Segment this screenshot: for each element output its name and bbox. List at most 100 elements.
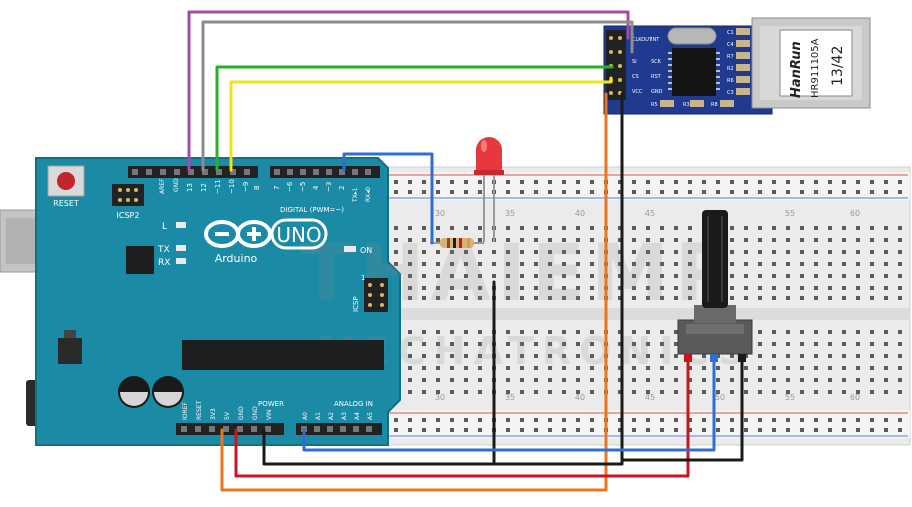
breadboard-hole	[618, 238, 622, 242]
breadboard-hole	[394, 226, 398, 230]
breadboard-hole	[576, 190, 580, 194]
breadboard-hole	[422, 274, 426, 278]
breadboard-hole	[730, 378, 734, 382]
breadboard-hole	[408, 190, 412, 194]
header-pin	[126, 198, 130, 202]
smd-component	[690, 100, 704, 107]
breadboard-hole	[436, 190, 440, 194]
breadboard-hole	[842, 250, 846, 254]
column-number: 40	[575, 393, 585, 402]
header-pin	[126, 188, 130, 192]
breadboard-hole	[590, 418, 594, 422]
breadboard-hole	[562, 274, 566, 278]
breadboard-hole	[842, 180, 846, 184]
breadboard-hole	[828, 378, 832, 382]
breadboard-hole	[674, 390, 678, 394]
header-pin	[230, 169, 236, 175]
breadboard-hole	[660, 330, 664, 334]
pot-knob[interactable]	[702, 210, 728, 308]
pin-label: 8	[253, 186, 261, 190]
breadboard-hole	[520, 274, 524, 278]
breadboard-hole	[436, 238, 440, 242]
breadboard-hole	[548, 262, 552, 266]
breadboard-hole	[422, 286, 426, 290]
breadboard-hole	[758, 286, 762, 290]
breadboard-hole	[674, 190, 678, 194]
breadboard-hole	[562, 286, 566, 290]
breadboard-hole	[674, 418, 678, 422]
breadboard-hole	[646, 190, 650, 194]
breadboard-hole	[772, 330, 776, 334]
breadboard-hole	[828, 428, 832, 432]
breadboard-hole	[450, 342, 454, 346]
breadboard-hole	[660, 428, 664, 432]
breadboard-hole	[884, 418, 888, 422]
wire-d13-sck	[187, 10, 630, 172]
header-pin	[132, 169, 138, 175]
breadboard-hole	[590, 238, 594, 242]
icsp-label: ICSP	[352, 296, 360, 312]
breadboard-hole	[548, 180, 552, 184]
breadboard-hole	[870, 366, 874, 370]
breadboard: 30 35 40 45 50 55 60 30 35 40 45 50 55 6…	[383, 166, 911, 446]
breadboard-hole	[478, 286, 482, 290]
breadboard-hole	[408, 286, 412, 290]
breadboard-hole	[856, 296, 860, 300]
header-pin	[188, 169, 194, 175]
breadboard-hole	[646, 354, 650, 358]
power-label: POWER	[258, 400, 284, 408]
component-label: R6	[727, 78, 734, 84]
breadboard-hole	[450, 274, 454, 278]
breadboard-hole	[688, 428, 692, 432]
header-pin	[609, 36, 613, 40]
header-pin	[380, 293, 384, 297]
wires	[187, 10, 744, 492]
breadboard-hole	[632, 274, 636, 278]
breadboard-hole	[646, 296, 650, 300]
breadboard-hole	[688, 250, 692, 254]
breadboard-hole	[884, 250, 888, 254]
header-pin	[195, 426, 201, 432]
breadboard-hole	[632, 366, 636, 370]
on-label: ON	[360, 246, 372, 255]
breadboard-hole	[408, 342, 412, 346]
breadboard-hole	[408, 390, 412, 394]
breadboard-hole	[576, 390, 580, 394]
breadboard-hole	[870, 250, 874, 254]
breadboard-hole	[478, 180, 482, 184]
breadboard-hole	[618, 390, 622, 394]
breadboard-hole	[786, 378, 790, 382]
icsp-body	[364, 278, 388, 312]
breadboard-hole	[408, 250, 412, 254]
eth-pin-label: CLKOUT	[632, 37, 653, 43]
potentiometer[interactable]	[677, 210, 753, 355]
breadboard-bottom-rail	[384, 410, 910, 438]
breadboard-hole	[478, 226, 482, 230]
breadboard-hole	[800, 190, 804, 194]
pin-label: 13	[186, 183, 194, 192]
breadboard-hole	[744, 296, 748, 300]
breadboard-hole	[800, 274, 804, 278]
breadboard-hole	[450, 180, 454, 184]
breadboard-hole	[716, 378, 720, 382]
breadboard-hole	[464, 378, 468, 382]
uno-label: UNO	[276, 223, 321, 247]
breadboard-hole	[772, 366, 776, 370]
breadboard-hole	[800, 296, 804, 300]
reset-button[interactable]	[57, 172, 75, 190]
header-pin	[365, 169, 371, 175]
breadboard-hole	[534, 428, 538, 432]
breadboard-hole	[702, 418, 706, 422]
breadboard-hole	[632, 378, 636, 382]
breadboard-hole	[870, 262, 874, 266]
breadboard-hole	[632, 330, 636, 334]
breadboard-hole	[562, 354, 566, 358]
breadboard-hole	[772, 378, 776, 382]
breadboard-hole	[828, 262, 832, 266]
breadboard-hole	[688, 378, 692, 382]
breadboard-hole	[702, 390, 706, 394]
breadboard-hole	[786, 296, 790, 300]
breadboard-hole	[548, 190, 552, 194]
breadboard-hole	[646, 238, 650, 242]
breadboard-hole	[464, 366, 468, 370]
